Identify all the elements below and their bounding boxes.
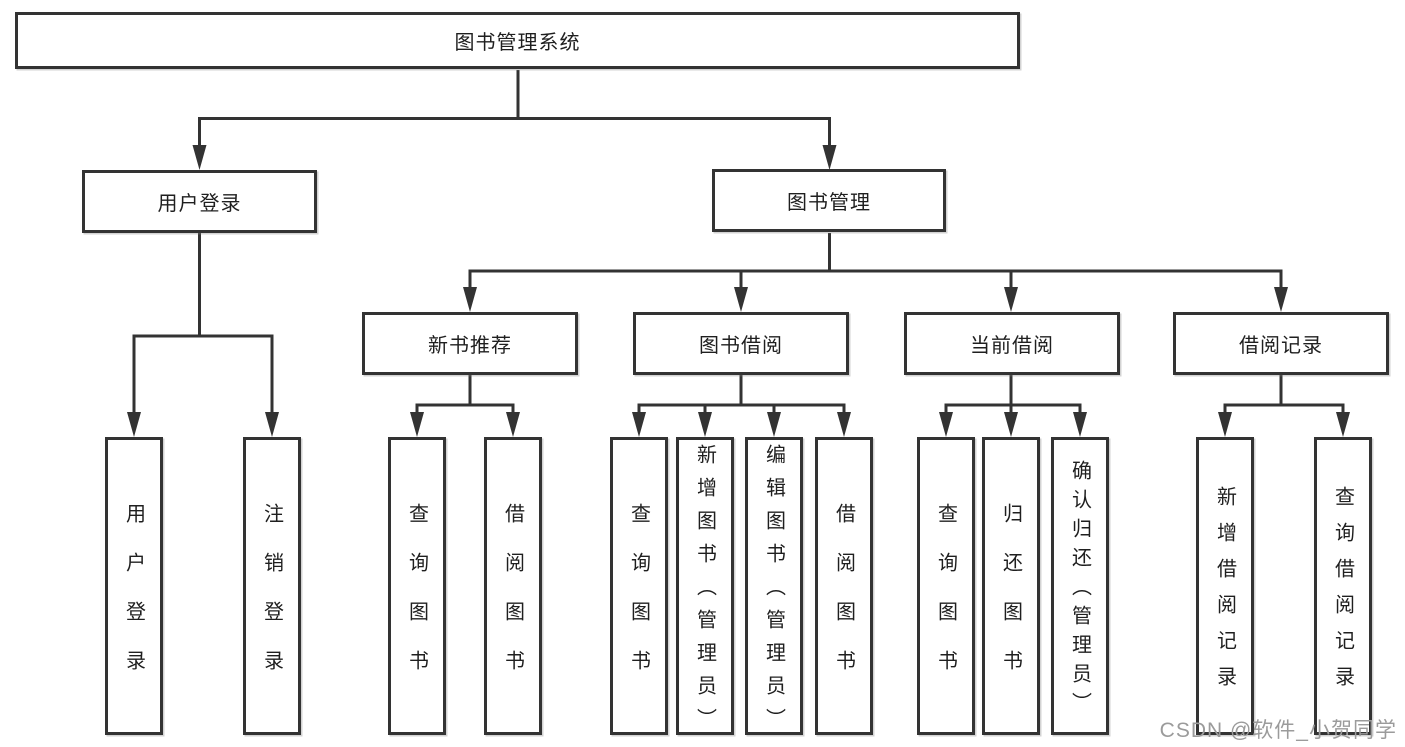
leaf-borrow-book-newrec-label: 借阅图书 [501, 502, 524, 699]
leaf-borrow-book-borrow-label: 借阅图书 [832, 502, 855, 699]
leaf-edit-book-admin-label: 编辑图书（管理员） [762, 444, 785, 741]
leaf-confirm-return-admin: 确认归还（管理员） [1051, 437, 1109, 735]
leaf-add-book-admin: 新增图书（管理员） [676, 437, 734, 741]
node-new-book-recommend: 新书推荐 [362, 312, 578, 375]
leaf-logout-login: 注销登录 [243, 437, 301, 735]
leaf-return-book-label: 归还图书 [999, 502, 1022, 699]
leaf-user-login-label: 用户登录 [122, 502, 145, 699]
leaf-logout-login-label: 注销登录 [260, 502, 283, 699]
node-book-management: 图书管理 [712, 169, 946, 232]
node-borrow-records: 借阅记录 [1173, 312, 1389, 375]
tree-edges [132, 70, 1345, 417]
leaf-borrow-book-borrow: 借阅图书 [815, 437, 873, 735]
leaf-query-book-borrow-label: 查询图书 [627, 502, 650, 699]
leaf-add-book-admin-label: 新增图书（管理员） [693, 444, 716, 741]
leaf-user-login: 用户登录 [105, 437, 163, 735]
arrowheads [127, 145, 1350, 437]
leaf-query-book-newrec: 查询图书 [388, 437, 446, 735]
leaf-query-book-borrow: 查询图书 [610, 437, 668, 735]
leaf-query-borrow-record: 查询借阅记录 [1314, 437, 1372, 735]
node-root: 图书管理系统 [15, 12, 1020, 69]
leaf-borrow-book-newrec: 借阅图书 [484, 437, 542, 735]
leaf-query-book-newrec-label: 查询图书 [405, 502, 428, 699]
leaf-add-borrow-record: 新增借阅记录 [1196, 437, 1254, 735]
node-book-borrow: 图书借阅 [633, 312, 849, 375]
leaf-edit-book-admin: 编辑图书（管理员） [745, 437, 803, 741]
leaf-add-borrow-record-label: 新增借阅记录 [1213, 486, 1236, 702]
leaf-query-book-current-label: 查询图书 [934, 502, 957, 699]
leaf-query-borrow-record-label: 查询借阅记录 [1331, 486, 1354, 702]
node-user-login: 用户登录 [82, 170, 317, 233]
node-current-borrow: 当前借阅 [904, 312, 1120, 375]
leaf-return-book: 归还图书 [982, 437, 1040, 735]
leaf-confirm-return-admin-label: 确认归还（管理员） [1068, 460, 1091, 721]
csdn-watermark: CSDN @软件_小贺同学 [1159, 719, 1397, 742]
leaf-query-book-current: 查询图书 [917, 437, 975, 735]
